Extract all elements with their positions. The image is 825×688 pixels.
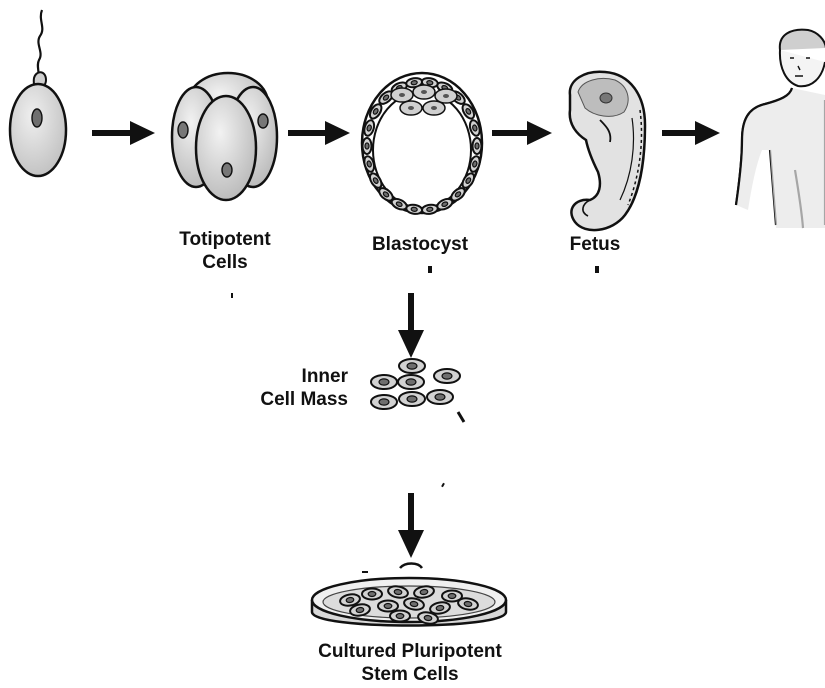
inner-cell-mass-label-line1: Inner xyxy=(240,365,348,388)
fetus-icon xyxy=(570,72,645,230)
culture-dish-icon xyxy=(312,564,506,626)
blastocyst-icon xyxy=(362,73,482,215)
stray-mark xyxy=(595,266,599,273)
arrow-inner-cell-mass-to-culture xyxy=(398,493,424,558)
adult-hair xyxy=(780,30,825,50)
cultured-label-line2: Stem Cells xyxy=(260,663,560,686)
arrow-blastocyst-to-fetus xyxy=(492,121,552,145)
stray-mark xyxy=(428,266,432,273)
human-adult-icon xyxy=(736,30,825,228)
stem-cell xyxy=(378,601,398,612)
totipotent-cells-label: Totipotent Cells xyxy=(150,228,300,274)
inner-cell-mass-cell xyxy=(434,369,460,383)
totipotent-cells-icon xyxy=(172,73,277,200)
totipotent-front-cell xyxy=(196,96,256,200)
egg-cell xyxy=(10,84,66,176)
stem-cell xyxy=(390,611,410,622)
stray-mark xyxy=(441,483,445,487)
nucleus xyxy=(222,163,232,177)
fetus-label: Fetus xyxy=(545,233,645,256)
cultured-label-line1: Cultured Pluripotent xyxy=(260,640,560,663)
fertilized-egg-icon xyxy=(10,10,66,176)
arrow-fetus-to-adult xyxy=(662,121,720,145)
cultured-stem-cells-label: Cultured Pluripotent Stem Cells xyxy=(260,640,560,686)
inner-cell-mass-cell xyxy=(427,390,453,404)
stem-cell xyxy=(362,589,382,600)
blastocyst-label: Blastocyst xyxy=(350,233,490,256)
nucleus xyxy=(178,122,188,138)
inner-cell-mass-cell xyxy=(371,395,397,409)
adult-body-fill xyxy=(736,88,825,228)
arrow-egg-to-totipotent xyxy=(92,121,155,145)
nucleus xyxy=(258,114,268,128)
inner-cell-mass-cell xyxy=(399,392,425,406)
blastocyst-wall-cell xyxy=(473,138,482,154)
blastocyst-wall-cell xyxy=(363,138,372,154)
inner-cell-mass-icon xyxy=(371,359,464,422)
inner-cell-mass-cell xyxy=(399,359,425,373)
fetus-eye xyxy=(600,93,612,103)
totipotent-label-line1: Totipotent xyxy=(150,228,300,251)
stray-mark xyxy=(231,293,233,298)
stray-mark xyxy=(458,412,464,422)
inner-cell-mass-cell xyxy=(398,375,424,389)
adult-head xyxy=(780,50,825,86)
inner-cell-mass-cell xyxy=(371,375,397,389)
inner-cell-mass-label: Inner Cell Mass xyxy=(240,365,348,411)
inner-cell-mass-label-line2: Cell Mass xyxy=(240,388,348,411)
arrow-blastocyst-to-inner-cell-mass xyxy=(398,293,424,358)
arrow-totipotent-to-blastocyst xyxy=(288,121,350,145)
drip-mark xyxy=(400,564,422,569)
totipotent-label-line2: Cells xyxy=(150,251,300,274)
sperm-tail xyxy=(38,10,42,78)
egg-nucleus xyxy=(32,109,42,127)
